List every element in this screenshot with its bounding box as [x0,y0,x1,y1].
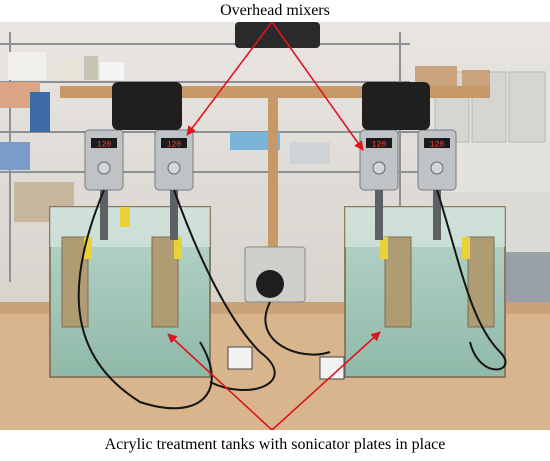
lab-photo: 120 120 120 120 [0,22,550,430]
caption-overhead-mixers: Overhead mixers [220,2,330,19]
mixer-3: 120 [359,129,399,240]
mixer-4: 120 [417,129,457,240]
mixer-display-3: 120 [372,141,387,150]
cables [77,189,507,410]
mixer-display-4: 120 [430,141,445,150]
mixer-display-1: 120 [97,141,112,150]
mixer-display-2: 120 [167,141,182,150]
annotation-arrows [167,22,381,430]
caption-treatment-tanks: Acrylic treatment tanks with sonicator p… [104,436,446,453]
right-tank [344,206,506,378]
center-pump [227,246,345,380]
mixer-2: 120 [154,129,194,240]
mixer-clamps [112,22,430,130]
